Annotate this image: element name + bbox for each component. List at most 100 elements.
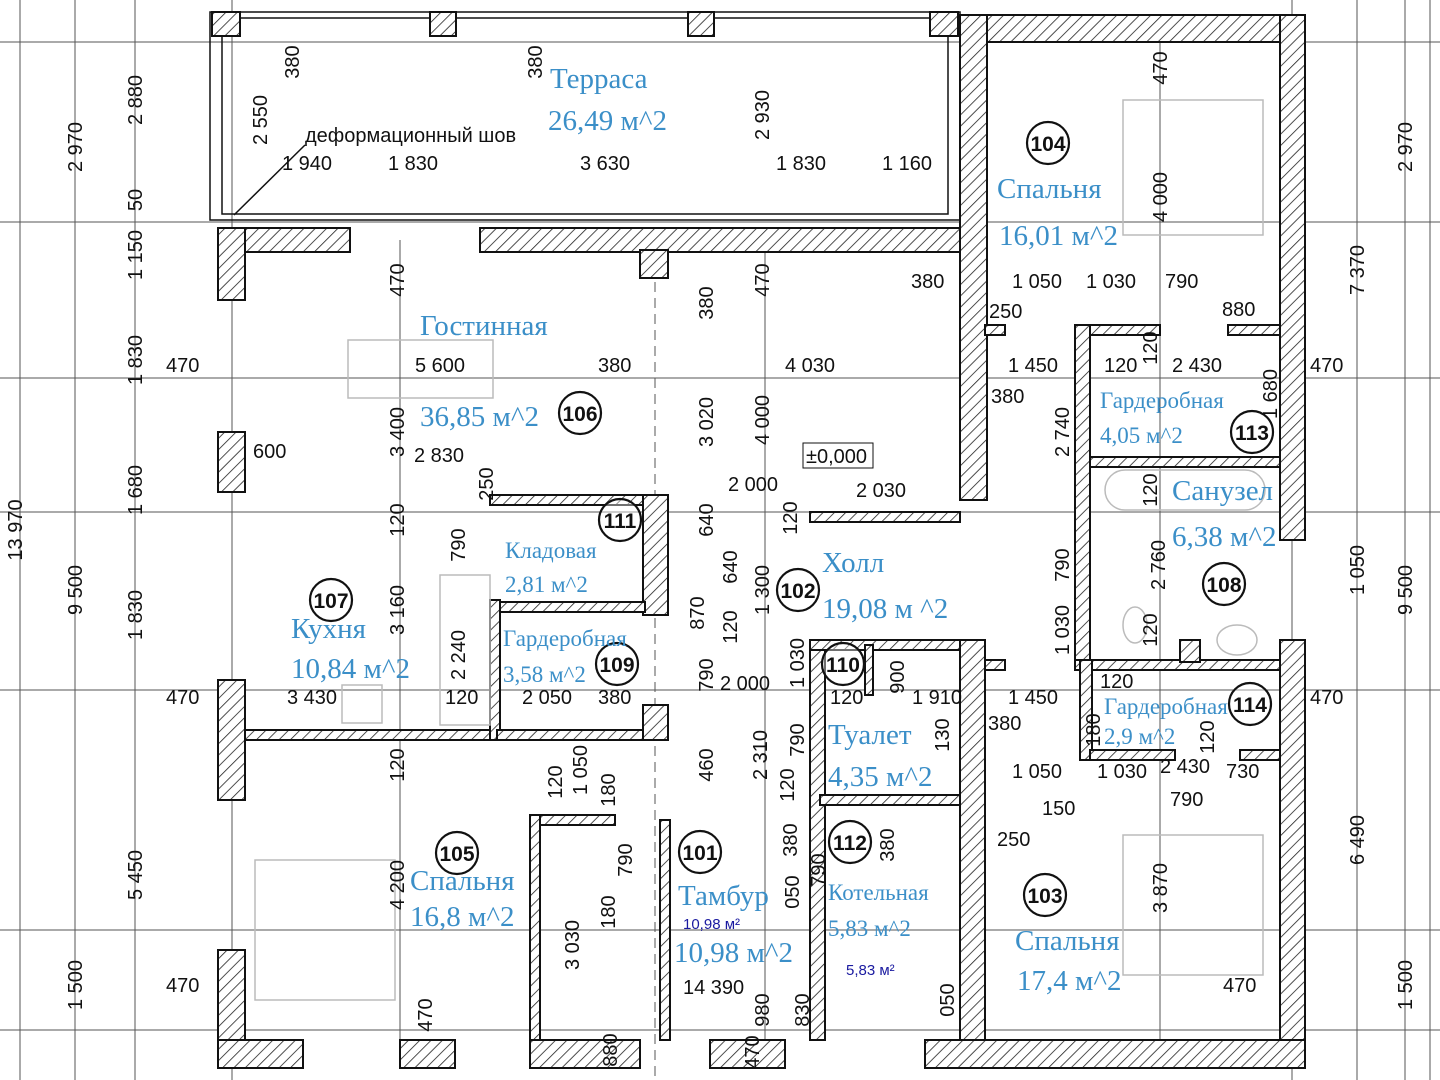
dimension-label: 830 bbox=[792, 993, 814, 1026]
room-name: Тамбур bbox=[678, 880, 769, 912]
dimension-label: 470 bbox=[415, 998, 437, 1031]
room-area: 17,4 м^2 bbox=[1017, 965, 1121, 997]
dimension-label: 120 bbox=[387, 503, 409, 536]
column bbox=[929, 11, 959, 37]
level-mark: ±0,000 bbox=[806, 446, 867, 468]
dimension-label: 2 880 bbox=[125, 75, 147, 125]
room-name: Гардеробная bbox=[1104, 694, 1228, 719]
dimension-label: 1 030 bbox=[1086, 271, 1136, 293]
room-number: 114 bbox=[1233, 694, 1267, 717]
dimension-label: 2 740 bbox=[1052, 407, 1074, 457]
dimension-label: 1 050 bbox=[1347, 545, 1369, 595]
dimension-label: 120 bbox=[830, 687, 863, 709]
dimension-label: 980 bbox=[752, 993, 774, 1026]
dimension-label: 120 bbox=[1140, 331, 1162, 364]
dimension-label: 380 bbox=[282, 45, 304, 78]
dimension-label: 470 bbox=[1150, 51, 1172, 84]
bathtub bbox=[1104, 469, 1266, 511]
room-number-marker bbox=[308, 577, 354, 623]
stove bbox=[341, 684, 383, 724]
room-number: 101 bbox=[682, 842, 717, 865]
dimension-label: 640 bbox=[720, 550, 742, 583]
dimension-label: 120 bbox=[777, 768, 799, 801]
room-number: 113 bbox=[1235, 422, 1269, 445]
room-number: 105 bbox=[439, 843, 474, 866]
dimension-label: 120 bbox=[1100, 671, 1133, 693]
dimension-label: 2 430 bbox=[1160, 756, 1210, 778]
dimension-label: 1 050 bbox=[1012, 761, 1062, 783]
room-area: 5,83 м^2 bbox=[828, 916, 911, 941]
room-name: Спальня bbox=[997, 173, 1102, 205]
room-number-marker bbox=[1201, 561, 1247, 607]
room-name: Спальня bbox=[1015, 925, 1120, 957]
dimension-label: 1 830 bbox=[388, 153, 438, 175]
room-number-marker bbox=[827, 819, 873, 865]
room-number-marker bbox=[1022, 872, 1068, 918]
room-area: 3,58 м^2 bbox=[503, 662, 586, 687]
dimension-label: 2 970 bbox=[65, 122, 87, 172]
dimension-label: 3 030 bbox=[562, 920, 584, 970]
dimension-label: 2 830 bbox=[414, 445, 464, 467]
dimension-label: 380 bbox=[988, 713, 1021, 735]
dimension-label: 470 bbox=[742, 1035, 764, 1068]
dimension-label: 120 bbox=[1104, 355, 1137, 377]
room-number-marker bbox=[1227, 681, 1273, 727]
dimension-label: 250 bbox=[997, 829, 1030, 851]
dimension-label: 2 050 bbox=[522, 687, 572, 709]
dimension-label: 1 050 bbox=[570, 745, 592, 795]
room-area: 4,05 м^2 bbox=[1100, 423, 1183, 448]
dimension-label: 4 200 bbox=[387, 860, 409, 910]
dimension-label: 2 760 bbox=[1148, 540, 1170, 590]
room-name: Терраса bbox=[550, 63, 648, 95]
dimension-label: 380 bbox=[780, 823, 802, 856]
dimension-label: 250 bbox=[476, 467, 498, 500]
dimension-label: 380 bbox=[911, 271, 944, 293]
dimension-label: 880 bbox=[600, 1033, 622, 1066]
column bbox=[429, 11, 457, 37]
dimension-label: 7 370 bbox=[1347, 245, 1369, 295]
room-name: Гостинная bbox=[420, 310, 548, 342]
dimension-label: 1 500 bbox=[1395, 960, 1417, 1010]
dimension-label: 1 150 bbox=[125, 230, 147, 280]
dimension-label: 1 030 bbox=[1097, 761, 1147, 783]
dimension-label: 3 870 bbox=[1150, 863, 1172, 913]
room-number-marker bbox=[775, 567, 821, 613]
room-area: 6,38 м^2 bbox=[1172, 521, 1276, 553]
room-number: 111 bbox=[604, 510, 637, 533]
dimension-label: 050 bbox=[937, 983, 959, 1016]
dimension-label: 050 bbox=[782, 875, 804, 908]
dimension-label: 1 910 bbox=[912, 687, 962, 709]
dimension-label: 4 000 bbox=[1150, 172, 1172, 222]
room-name: Спальня bbox=[410, 865, 515, 897]
room-name: Кухня bbox=[291, 613, 366, 645]
dimension-label: 180 bbox=[598, 773, 620, 806]
dimension-label: 900 bbox=[887, 660, 909, 693]
room-area: 16,8 м^2 bbox=[410, 901, 514, 933]
room-number-marker bbox=[1025, 120, 1071, 166]
dimension-label: 1 450 bbox=[1008, 687, 1058, 709]
dimension-label: 790 bbox=[1052, 548, 1074, 581]
room-area: 10,98 м^2 bbox=[674, 937, 793, 969]
dimension-label: 1 830 bbox=[125, 590, 147, 640]
room-name: Гардеробная bbox=[503, 626, 627, 651]
dimension-label: 4 000 bbox=[752, 395, 774, 445]
dimension-label: 470 bbox=[1310, 687, 1343, 709]
room-number-marker bbox=[677, 829, 723, 875]
dimension-label: 2 240 bbox=[448, 630, 470, 680]
room-area: 10,84 м^2 bbox=[291, 653, 410, 685]
room-area: 2,9 м^2 bbox=[1104, 724, 1175, 749]
bed bbox=[1122, 99, 1264, 236]
toilet bbox=[1122, 606, 1148, 644]
dimension-label: 180 bbox=[598, 895, 620, 928]
dimension-label: 790 bbox=[787, 723, 809, 756]
kitchen-counter bbox=[439, 574, 491, 726]
dimension-label: 870 bbox=[687, 596, 709, 629]
dimension-label: 730 bbox=[1226, 761, 1259, 783]
room-number: 110 bbox=[826, 654, 860, 677]
dimension-label: 790 bbox=[808, 853, 830, 886]
dimension-label: 4 030 bbox=[785, 355, 835, 377]
dimension-label: 5 450 bbox=[125, 850, 147, 900]
dimension-label: 3 630 bbox=[580, 153, 630, 175]
column bbox=[687, 11, 715, 37]
dimension-label: 1 030 bbox=[787, 638, 809, 688]
